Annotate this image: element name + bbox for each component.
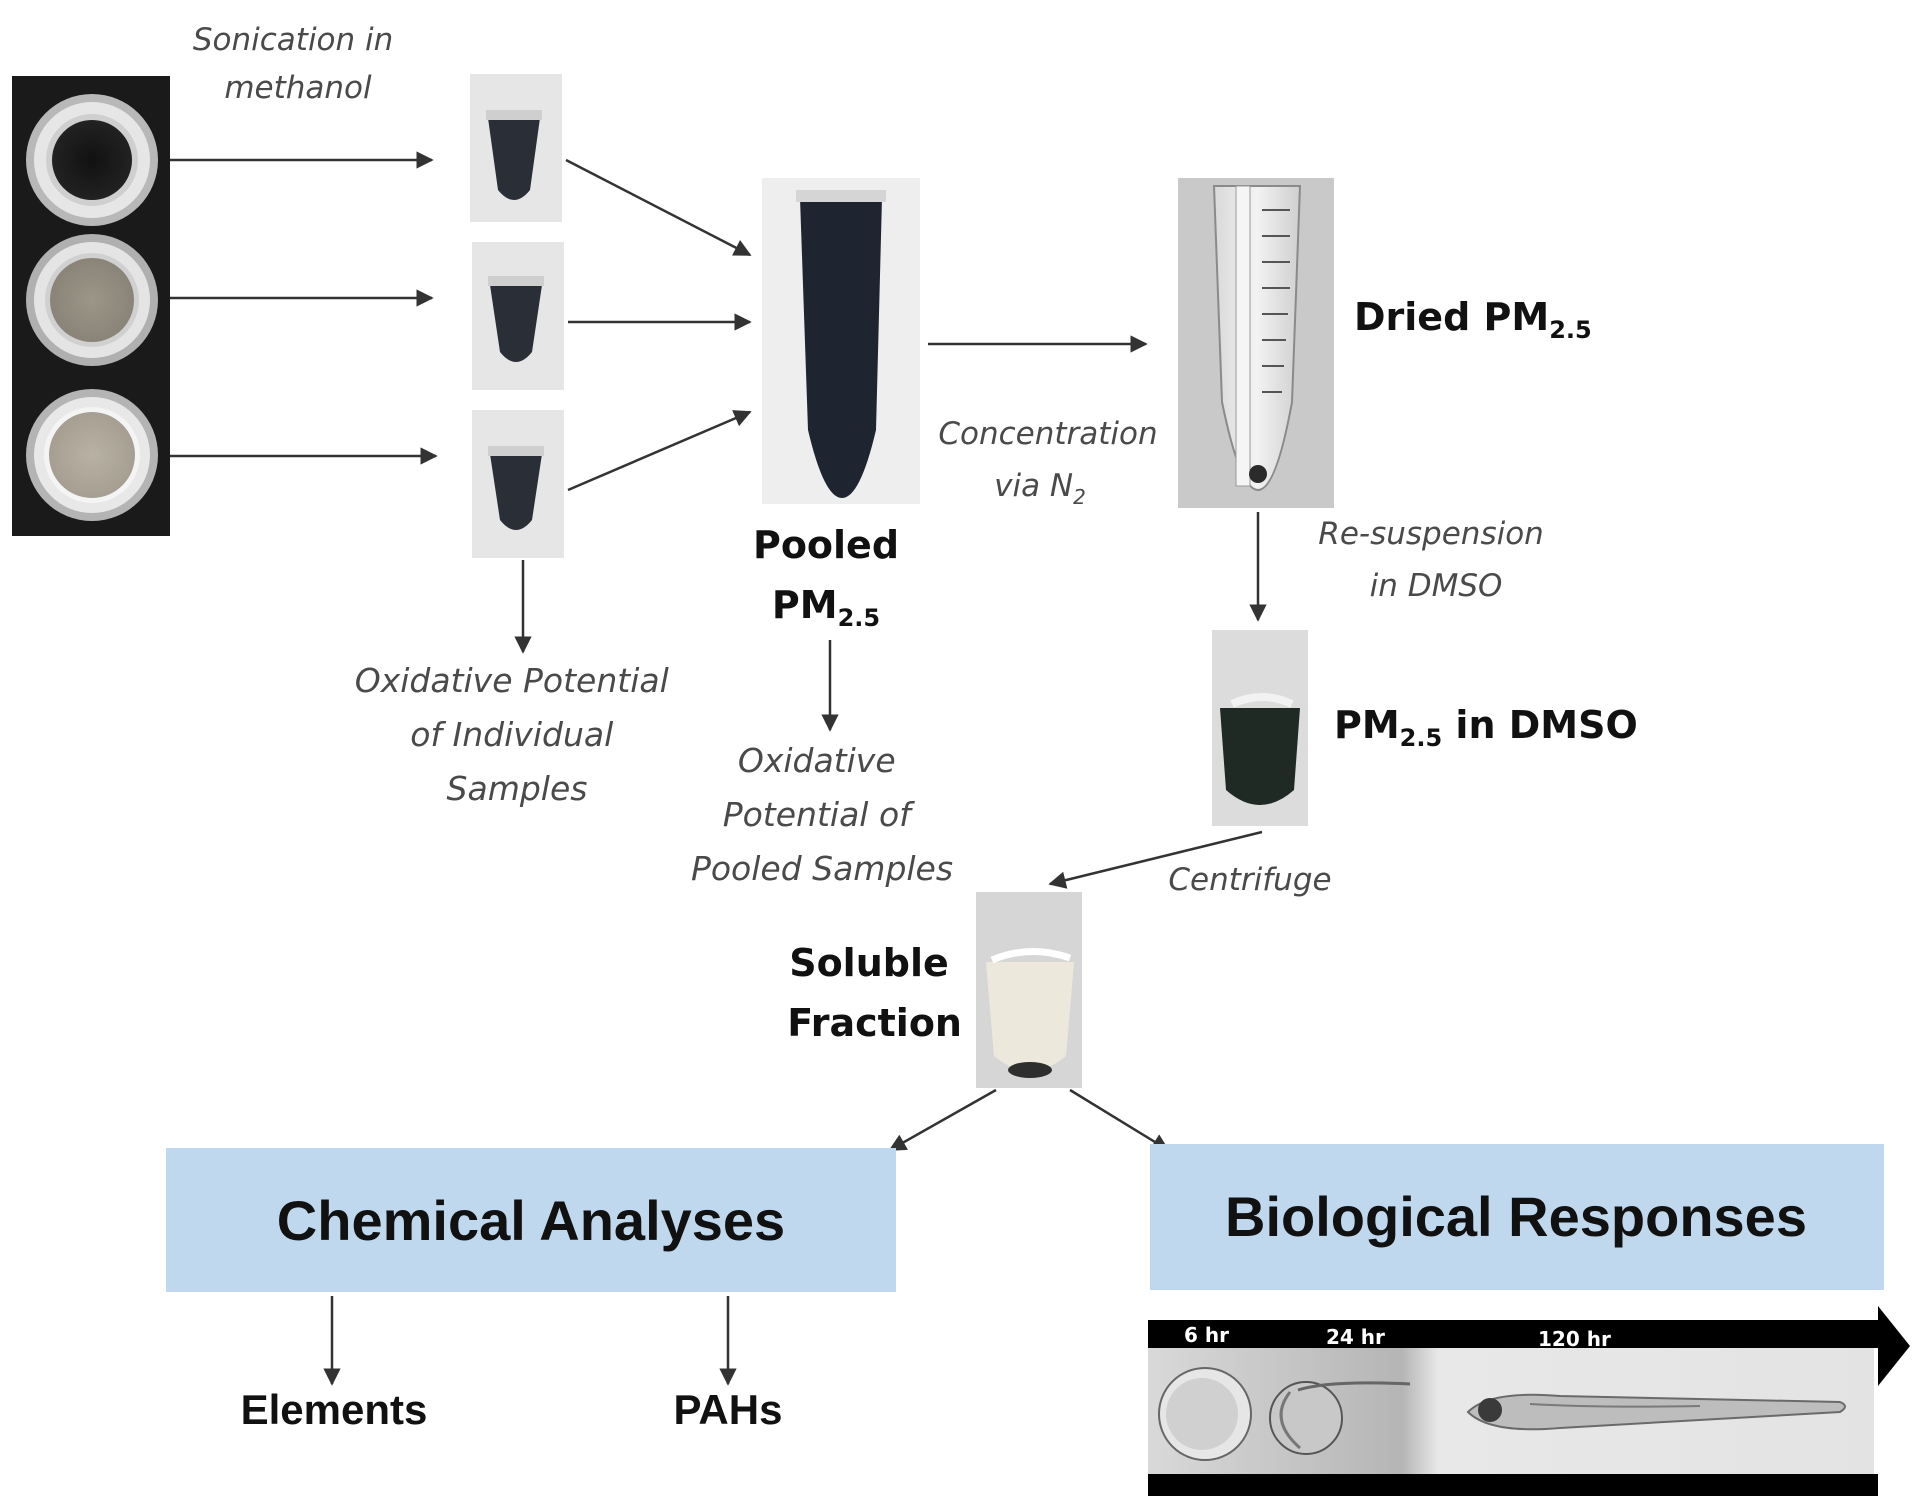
zebrafish-timeline: 6 hr 24 hr 120 hr [1148,1306,1910,1496]
soluble-fraction-tube-photo [976,892,1082,1088]
arrow-soluble-to-biological [1069,1088,1170,1152]
arrow-soluble-to-chemical [888,1088,997,1152]
sonication-label: Sonication in methanol [193,22,403,106]
concentration-n2-label: via N2 [994,468,1086,509]
centrifuge-label: Centrifuge [1168,862,1331,898]
dmso-tube-photo [1212,630,1308,826]
biological-responses-box [1150,1144,1884,1290]
filter-grey [26,234,158,366]
op-pooled-label: Oxidative Potential of Pooled Samples [691,741,953,888]
arrow-dmso-to-soluble [1048,830,1263,889]
elements-label: Elements [241,1386,428,1433]
dried-pm-label: Dried PM2.5 [1354,295,1592,344]
chemical-analyses-title: Chemical Analyses [277,1189,785,1252]
timeline-arrow-head [1878,1306,1910,1386]
resuspension-label: Re-suspension in DMSO [1318,516,1553,604]
concentration-label: Concentration [938,416,1157,452]
pooled-label: Pooled [753,523,899,567]
biological-responses-title: Biological Responses [1225,1185,1807,1248]
timeline-label-120hr: 120 hr [1538,1327,1611,1351]
filter-light [26,389,158,521]
filter-dark [26,94,158,226]
pooled-pm-label: PM2.5 [772,583,880,632]
embryo-24hr-image [1269,1381,1411,1455]
individual-tube-1 [470,74,562,222]
individual-tube-3 [472,410,564,558]
arrow-tube1-to-pooled [565,158,752,257]
filter-samples-photo [12,76,170,536]
arrow-tube3-to-pooled [567,410,752,492]
pooled-tube-photo [762,178,920,504]
soluble-fraction-label: Soluble Fraction [787,941,962,1045]
pahs-label: PAHs [674,1386,783,1433]
op-individual-label: Oxidative Potential of Individual Sample… [355,661,680,808]
timeline-label-6hr: 6 hr [1184,1323,1229,1347]
chemical-analyses-box [166,1148,896,1292]
larva-120hr-image [1466,1393,1846,1431]
pm-in-dmso-label: PM2.5 in DMSO [1334,703,1638,752]
individual-tube-2 [472,242,564,390]
dried-tube-photo [1178,178,1334,508]
timeline-label-24hr: 24 hr [1326,1325,1385,1349]
embryo-6hr-image [1158,1367,1252,1461]
